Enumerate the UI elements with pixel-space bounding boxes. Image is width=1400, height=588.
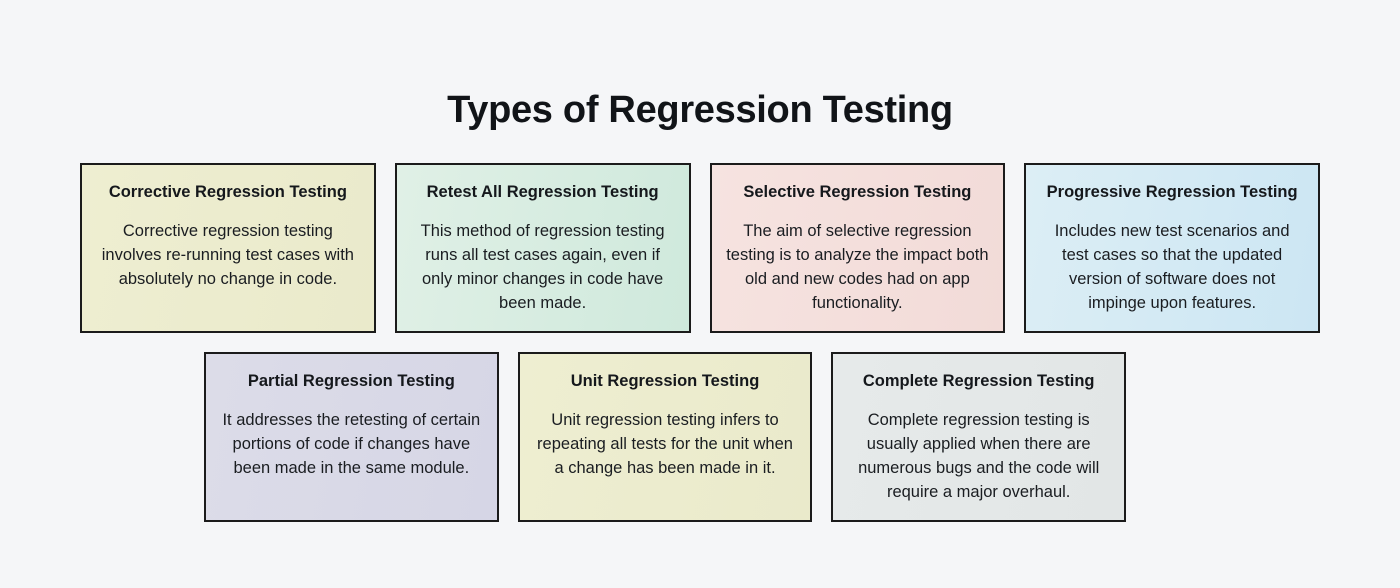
card-unit-regression-testing: Unit Regression Testing Unit regression …	[517, 352, 813, 522]
card-row-top: Corrective Regression Testing Corrective…	[80, 163, 1320, 333]
card-corrective-regression-testing: Corrective Regression Testing Corrective…	[80, 163, 376, 333]
card-title: Unit Regression Testing	[570, 372, 760, 390]
card-progressive-regression-testing: Progressive Regression Testing Includes …	[1024, 163, 1320, 333]
card-title: Complete Regression Testing	[862, 372, 1095, 390]
card-body: It addresses the retesting of certain po…	[222, 411, 481, 477]
page-title: Types of Regression Testing	[447, 89, 953, 132]
card-body: Corrective regression testing involves r…	[101, 222, 354, 288]
card-body: Complete regression testing is usually a…	[858, 411, 1100, 501]
card-title: Selective Regression Testing	[743, 183, 972, 201]
card-title: Partial Regression Testing	[247, 372, 455, 390]
card-title: Progressive Regression Testing	[1046, 183, 1298, 201]
card-retest-all-regression-testing: Retest All Regression Testing This metho…	[394, 163, 691, 333]
card-title: Retest All Regression Testing	[426, 183, 659, 201]
card-body: Includes new test scenarios and test cas…	[1054, 222, 1290, 312]
card-title: Corrective Regression Testing	[108, 183, 347, 201]
card-partial-regression-testing: Partial Regression Testing It addresses …	[204, 352, 499, 522]
card-row-bottom: Partial Regression Testing It addresses …	[204, 352, 1127, 522]
card-selective-regression-testing: Selective Regression Testing The aim of …	[709, 163, 1006, 333]
card-complete-regression-testing: Complete Regression Testing Complete reg…	[831, 352, 1127, 522]
card-body: This method of regression testing runs a…	[420, 222, 665, 312]
card-body: The aim of selective regression testing …	[726, 222, 989, 312]
card-body: Unit regression testing infers to repeat…	[537, 411, 793, 477]
